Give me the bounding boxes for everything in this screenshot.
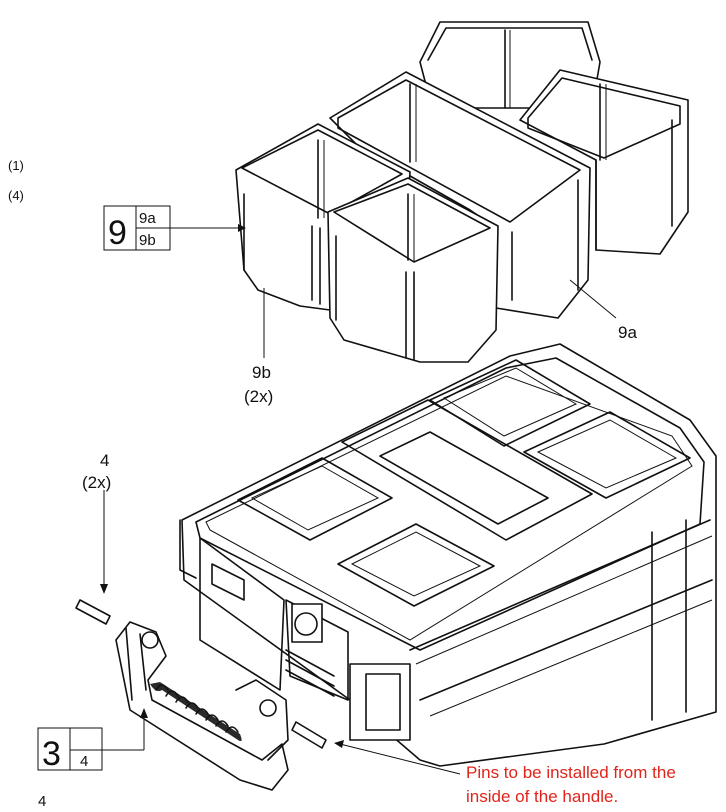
label-9a: 9a — [618, 323, 637, 342]
label-9b: 9b — [252, 363, 271, 382]
leader-lines — [88, 224, 617, 775]
handle-grip — [150, 682, 242, 742]
bin-front-center — [327, 177, 499, 363]
side-ref-1: (1) — [8, 158, 24, 173]
label-4: 4 — [100, 451, 109, 470]
callout-3 — [37, 727, 103, 771]
callout-3-sub: 4 — [80, 753, 88, 770]
label-9b-qty: (2x) — [244, 387, 273, 406]
callout-9-top: 9a — [139, 210, 156, 227]
install-note-line1: Pins to be installed from the — [466, 763, 676, 782]
side-ref-4: (4) — [8, 188, 24, 203]
page-number: 4 — [38, 793, 46, 810]
pin-left — [75, 599, 111, 625]
label-4-qty: (2x) — [82, 473, 111, 492]
organizer-box — [179, 343, 717, 767]
bin-right — [519, 69, 689, 255]
handle — [115, 621, 289, 791]
callout-9-number: 9 — [108, 214, 127, 252]
callout-3-number: 3 — [42, 735, 61, 773]
install-note-line2: inside of the handle. — [466, 787, 618, 806]
bins-group — [235, 21, 689, 363]
callout-9-bottom: 9b — [139, 232, 156, 249]
callout-9 — [103, 205, 171, 251]
pin-right — [291, 721, 327, 749]
